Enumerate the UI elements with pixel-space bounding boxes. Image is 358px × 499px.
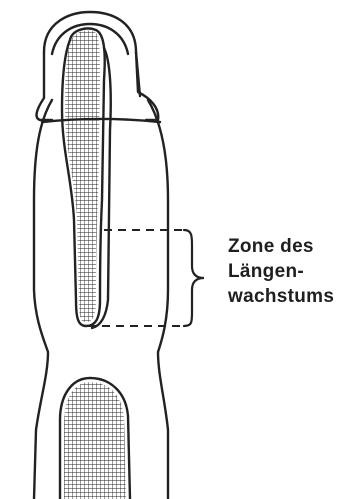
- left-shoulder: [37, 52, 52, 120]
- growth-zone-brace: [184, 230, 204, 326]
- label-line-3: wachstums: [228, 284, 356, 309]
- upper-cavity-fill: [65, 30, 100, 322]
- label-line-2: Längen-: [228, 259, 356, 284]
- label-line-1: Zone des: [228, 234, 356, 259]
- growth-zone-label: Zone des Längen- wachstums: [228, 234, 356, 309]
- growth-plate-line: [42, 119, 160, 122]
- lower-cavity-fill: [64, 382, 126, 499]
